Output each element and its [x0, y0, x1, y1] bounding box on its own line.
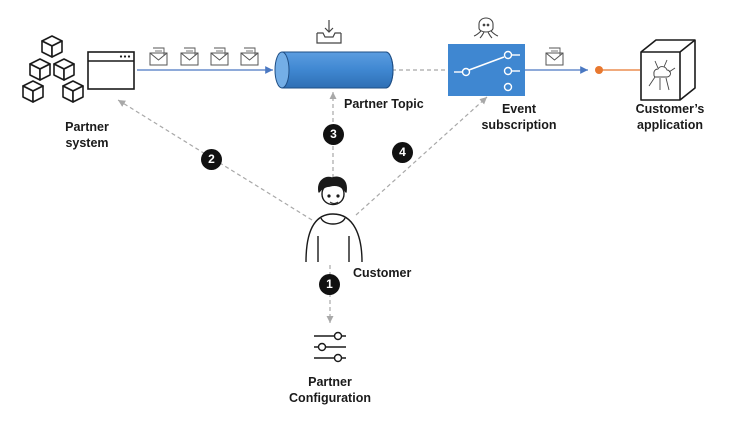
customer-label: Customer [353, 266, 412, 280]
step-badge-1: 1 [319, 274, 340, 295]
event-subscription-label: Event subscription [481, 102, 557, 132]
cubes-icon [22, 35, 84, 103]
envelope-icon [149, 47, 168, 66]
cylinder-topic-icon [274, 51, 394, 89]
step-badge-2: 2 [201, 149, 222, 170]
dashed-connectors [117, 69, 488, 323]
step-badge-3: 3 [323, 124, 344, 145]
partner-configuration-label: Partner Configuration [289, 375, 371, 405]
envelope-icon [180, 47, 199, 66]
inbox-download-icon [316, 20, 342, 44]
sliders-icon [314, 331, 346, 363]
partner-topic-label: Partner Topic [344, 97, 424, 111]
connector-to-event-subscription [355, 96, 488, 216]
customer-application-label: Customer’s application [635, 102, 705, 132]
event-switch-icon [448, 44, 525, 96]
step-badge-4: 4 [392, 142, 413, 163]
envelope-icon [240, 47, 259, 66]
octopus-icon [473, 17, 499, 39]
app-connector-dot [595, 66, 603, 74]
envelope-icon [545, 47, 564, 66]
partner-system-label: Partner system [65, 120, 109, 150]
application-box-icon [640, 39, 696, 101]
customer-person-icon [305, 176, 363, 263]
browser-window-icon [87, 51, 135, 90]
envelope-icon [210, 47, 229, 66]
